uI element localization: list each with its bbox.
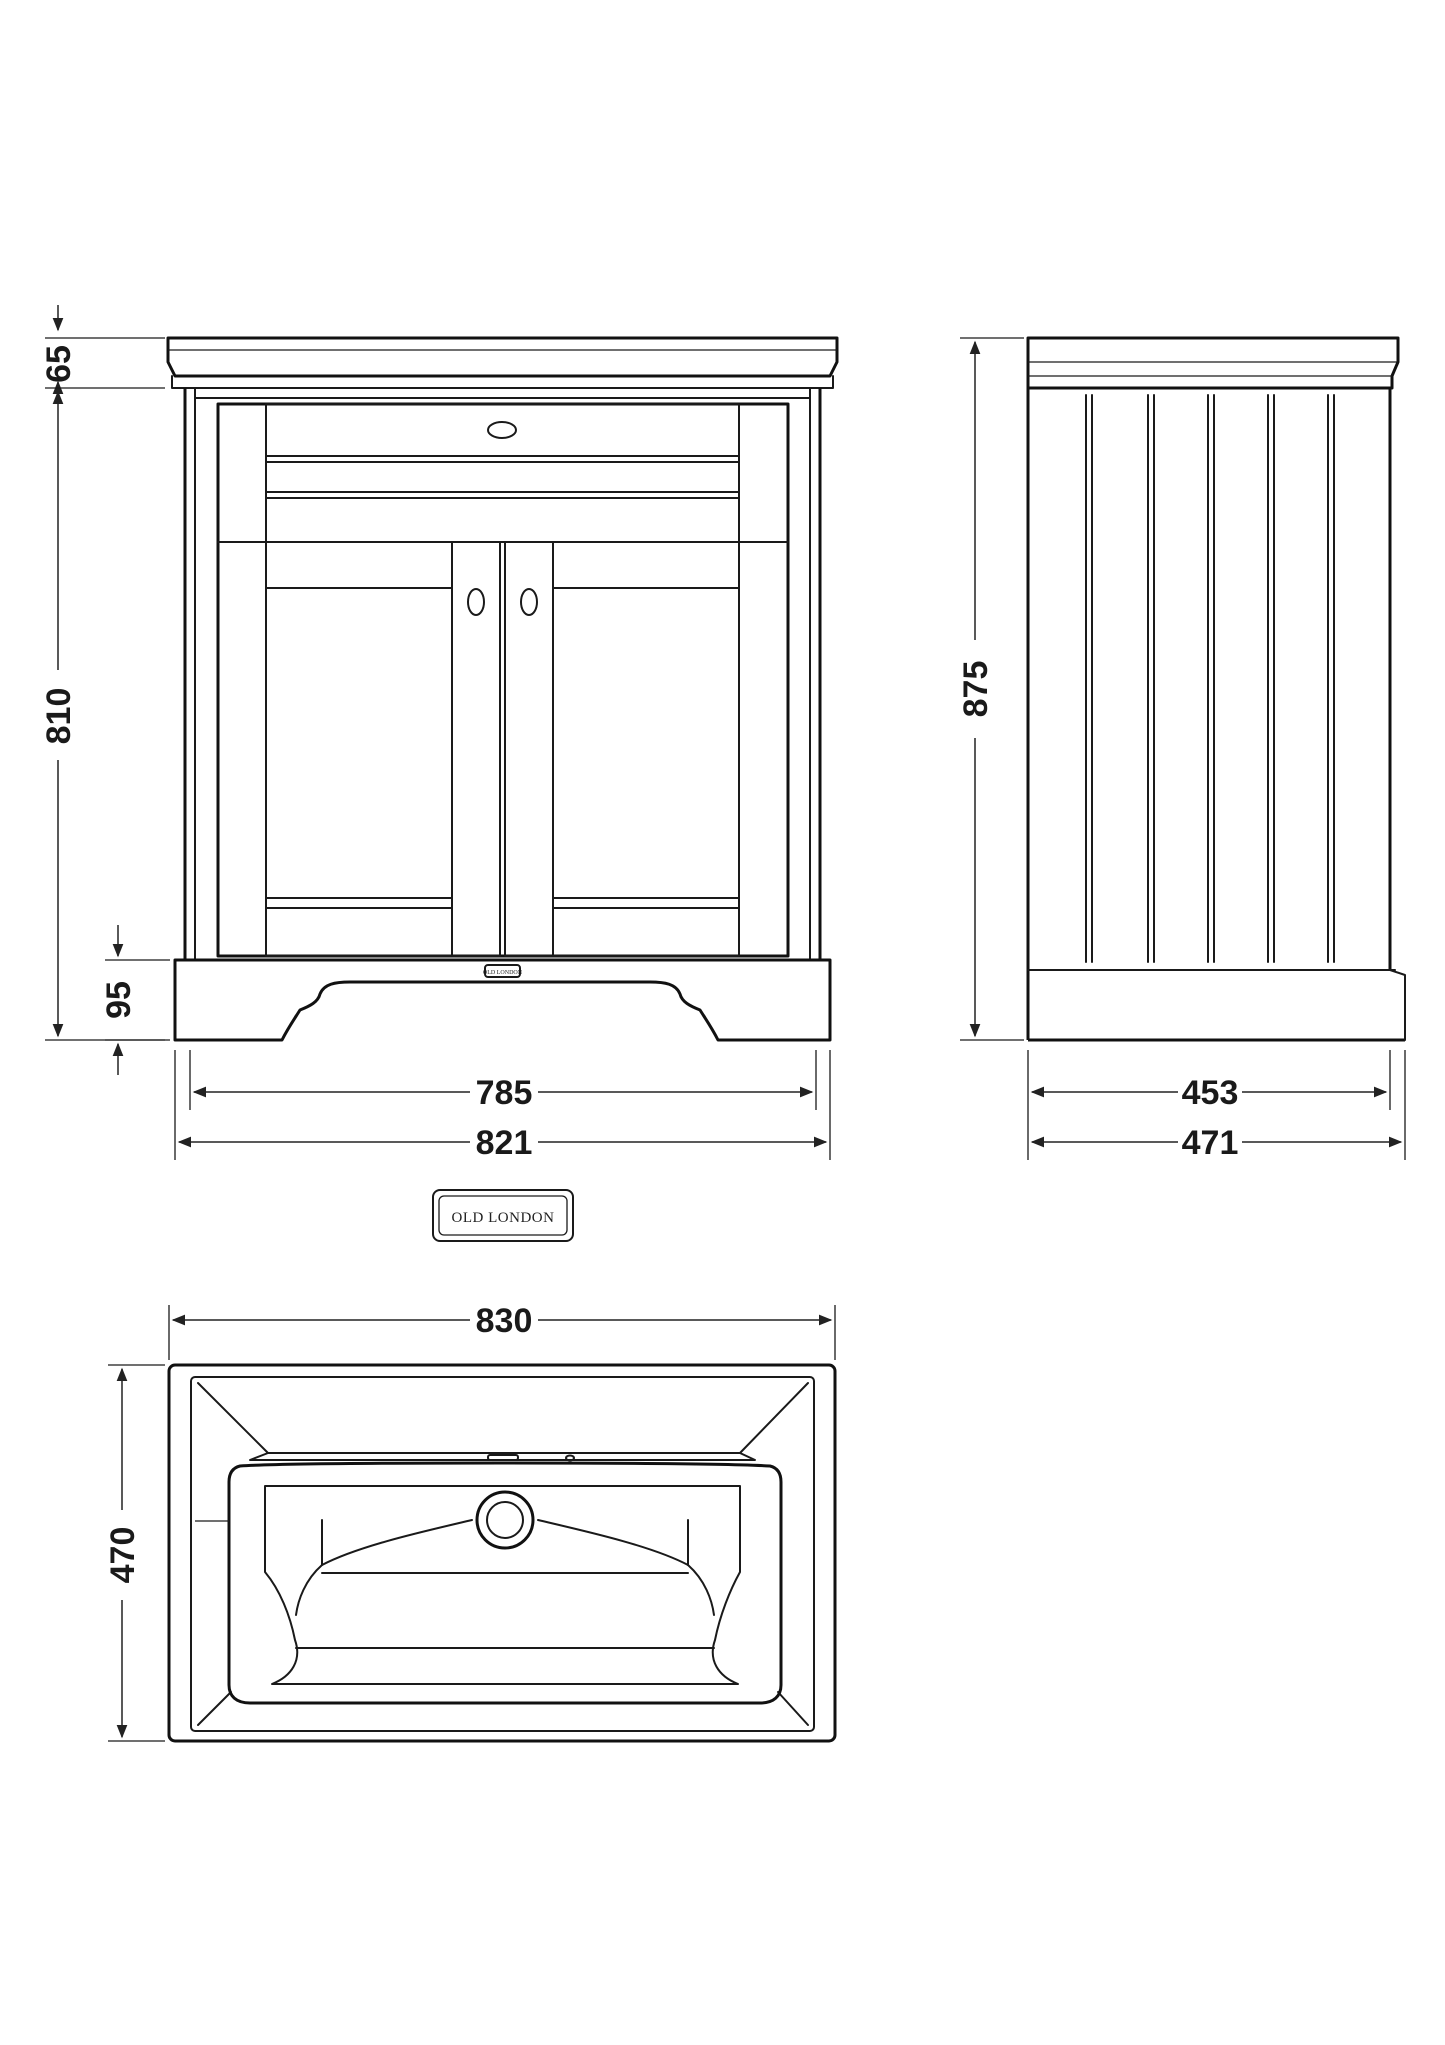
door-knob-left — [467, 588, 485, 616]
door-knob-right — [520, 588, 538, 616]
tap-hole — [565, 1454, 575, 1462]
dim-basin-depth: 470 — [104, 1364, 165, 1742]
old-london-logo: OLD LONDON — [432, 1189, 574, 1242]
svg-text:OLD LONDON: OLD LONDON — [483, 970, 523, 976]
front-basin-top — [166, 336, 839, 389]
dim-side-inner-depth: 453 — [1027, 1050, 1391, 1160]
dim-body-height: 810 — [40, 390, 165, 1041]
dim-821-label: 821 — [476, 1124, 533, 1162]
dim-785-label: 785 — [476, 1074, 533, 1112]
dim-65-label: 65 — [40, 345, 78, 383]
dim-471-label: 471 — [1182, 1124, 1239, 1162]
front-cabinet-body — [183, 387, 822, 961]
dim-470-label: 470 — [104, 1527, 142, 1584]
overflow-slot — [487, 1454, 519, 1461]
dim-810-label: 810 — [40, 688, 78, 745]
dim-top-height: 65 — [40, 305, 165, 395]
basin-plan-view: 830 470 — [104, 1302, 837, 1743]
dim-453-label: 453 — [1182, 1074, 1239, 1112]
dim-plinth-height: 95 — [100, 925, 170, 1075]
svg-text:OLD LONDON: OLD LONDON — [452, 1210, 555, 1226]
dim-875-label: 875 — [957, 661, 995, 718]
dim-side-overall-depth: 471 — [1030, 1050, 1406, 1162]
side-cabinet-body — [1026, 388, 1406, 1042]
dim-inner-width: 785 — [189, 1050, 817, 1112]
dim-basin-width: 830 — [168, 1302, 836, 1360]
side-basin-top — [1026, 336, 1400, 390]
dim-95-label: 95 — [100, 981, 138, 1019]
dim-overall-width: 821 — [174, 1050, 831, 1162]
plinth-badge: OLD LONDON — [483, 964, 523, 978]
dim-side-height: 875 — [957, 337, 1024, 1041]
drawer-handle — [487, 421, 517, 439]
front-view: OLD LONDON 65 810 95 — [40, 305, 839, 1162]
side-panel-grooves — [1085, 394, 1335, 963]
front-plinth: OLD LONDON — [173, 958, 832, 1042]
waste-outlet — [475, 1490, 535, 1550]
dim-830-label: 830 — [476, 1302, 533, 1340]
side-view: 875 453 471 — [957, 336, 1406, 1162]
